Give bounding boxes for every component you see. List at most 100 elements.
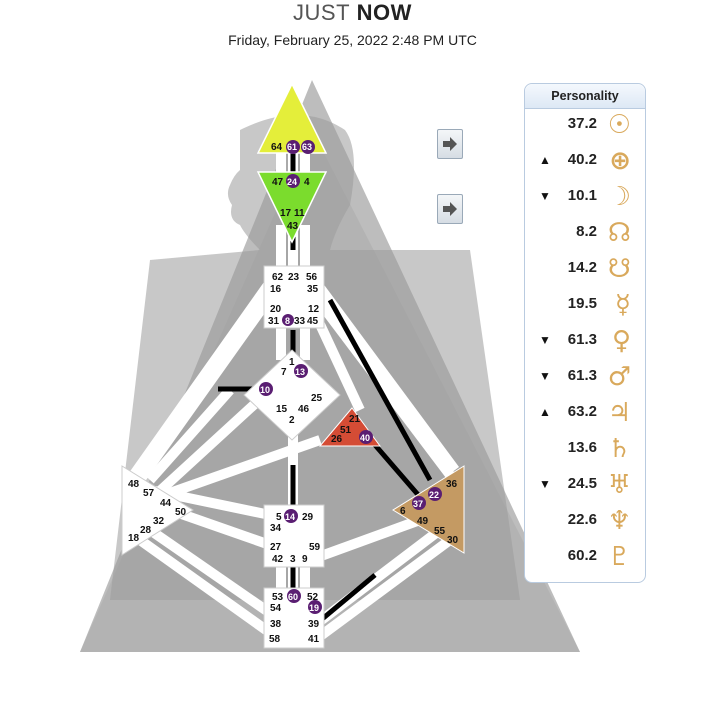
planet-row: 22.6 ♆ <box>525 506 645 536</box>
gate-57: 57 <box>143 488 155 499</box>
planet-value: 61.3 <box>567 367 597 384</box>
gate-11: 11 <box>294 208 305 219</box>
active-gate-marker <box>301 140 315 154</box>
planet-value: 37.2 <box>567 115 597 132</box>
gate-55: 55 <box>434 526 446 537</box>
gate-10: 10 <box>260 385 270 395</box>
arrow-right-icon <box>443 202 457 216</box>
active-gate-marker <box>282 314 294 326</box>
gate-8: 8 <box>285 316 290 326</box>
gate-13: 13 <box>295 367 305 377</box>
planet-row: ▼ 61.3 ♀ <box>525 326 645 356</box>
active-gate-marker <box>359 430 373 444</box>
active-gate-marker <box>308 600 322 614</box>
gate-16: 16 <box>270 284 282 295</box>
gate-59: 59 <box>309 542 321 553</box>
gate-42: 42 <box>272 554 284 565</box>
gate-28: 28 <box>140 525 152 536</box>
planet-row: ▲63.2♃ <box>525 398 645 428</box>
south-node-icon: ☋ <box>607 254 631 284</box>
gate-56: 56 <box>306 272 318 283</box>
earth-icon: ⊕ <box>609 146 631 176</box>
gate-3: 3 <box>290 554 296 565</box>
gate-58: 58 <box>269 634 281 645</box>
gate-33: 33 <box>294 316 306 327</box>
active-gate-marker <box>428 487 442 501</box>
gate-53: 53 <box>272 592 284 603</box>
neptune-icon: ♆ <box>607 506 631 536</box>
direction-arrow: ▲ <box>539 153 551 167</box>
gate-14: 14 <box>285 512 295 522</box>
gate-22: 22 <box>429 490 439 500</box>
uranus-icon: ♅ <box>607 470 631 500</box>
gate-62: 62 <box>272 272 284 283</box>
title-light: JUST <box>293 0 351 25</box>
gate-46: 46 <box>298 404 310 415</box>
sun-icon: ☉ <box>607 110 631 140</box>
gate-32: 32 <box>153 516 165 527</box>
active-gate-marker <box>286 140 300 154</box>
planet-value: 60.2 <box>567 547 597 564</box>
planet-value: 40.2 <box>567 151 597 168</box>
venus-icon: ♀ <box>611 326 631 356</box>
gate-2: 2 <box>289 415 295 426</box>
planet-value: 8.2 <box>576 223 597 240</box>
gate-52: 52 <box>307 592 319 603</box>
pluto-icon: ♇ <box>607 542 631 572</box>
gate-39: 39 <box>308 619 320 630</box>
gate-43: 43 <box>287 221 299 232</box>
direction-arrow: ▼ <box>539 477 551 491</box>
gate-34: 34 <box>270 523 282 534</box>
gate-9: 9 <box>302 554 308 565</box>
planet-value: 22.6 <box>567 511 597 528</box>
spleen-center <box>121 465 194 556</box>
active-gate-marker <box>412 496 426 510</box>
gate-35: 35 <box>307 284 319 295</box>
planet-value: 61.3 <box>567 331 597 348</box>
gate-29: 29 <box>302 512 314 523</box>
expand-arrow-button[interactable] <box>437 194 463 224</box>
gate-50: 50 <box>175 507 187 518</box>
gate-24: 24 <box>287 177 297 187</box>
solar-plexus-center <box>392 465 465 554</box>
gate-44: 44 <box>160 498 172 509</box>
mars-icon: ♂ <box>607 362 631 392</box>
planet-value: 14.2 <box>567 259 597 276</box>
chart-datetime: Friday, February 25, 2022 2:48 PM UTC <box>228 32 477 48</box>
gate-31: 31 <box>268 316 280 327</box>
gate-7: 7 <box>281 367 287 378</box>
planet-row: 19.5☿ <box>525 290 645 320</box>
planet-row: 14.2 ☋ <box>525 254 645 284</box>
gate-6: 6 <box>400 506 406 517</box>
expand-arrow-button[interactable] <box>437 129 463 159</box>
active-gate-marker <box>286 174 300 188</box>
planet-row: 60.2 ♇ <box>525 542 645 572</box>
planet-row: 13.6 ♄ <box>525 434 645 464</box>
ajna-center <box>256 171 328 244</box>
direction-arrow: ▼ <box>539 333 551 347</box>
gate-48: 48 <box>128 479 140 490</box>
gate-25: 25 <box>311 393 323 404</box>
gate-47: 47 <box>272 177 284 188</box>
active-gate-marker <box>287 589 301 603</box>
gate-labels: 64 61 63 47 24 4 17 11 43 62 23 56 16 35… <box>128 140 459 645</box>
gate-12: 12 <box>308 304 320 315</box>
gate-61: 61 <box>287 142 297 152</box>
gate-20: 20 <box>270 304 282 315</box>
saturn-icon: ♄ <box>607 434 631 464</box>
page-title: JUST NOW <box>0 0 705 26</box>
active-gate-marker <box>284 509 298 523</box>
direction-arrow: ▲ <box>539 405 551 419</box>
gate-64: 64 <box>271 142 283 153</box>
gate-41: 41 <box>308 634 320 645</box>
planet-row: ▲ 40.2 ⊕ <box>525 146 645 176</box>
gate-5: 5 <box>276 512 282 523</box>
moon-icon: ☽ <box>607 182 631 212</box>
planet-value: 13.6 <box>567 439 597 456</box>
gate-37: 37 <box>413 499 423 509</box>
gate-30: 30 <box>447 535 459 546</box>
jupiter-icon: ♃ <box>607 398 631 428</box>
gate-45: 45 <box>307 316 319 327</box>
planet-value: 10.1 <box>567 187 597 204</box>
